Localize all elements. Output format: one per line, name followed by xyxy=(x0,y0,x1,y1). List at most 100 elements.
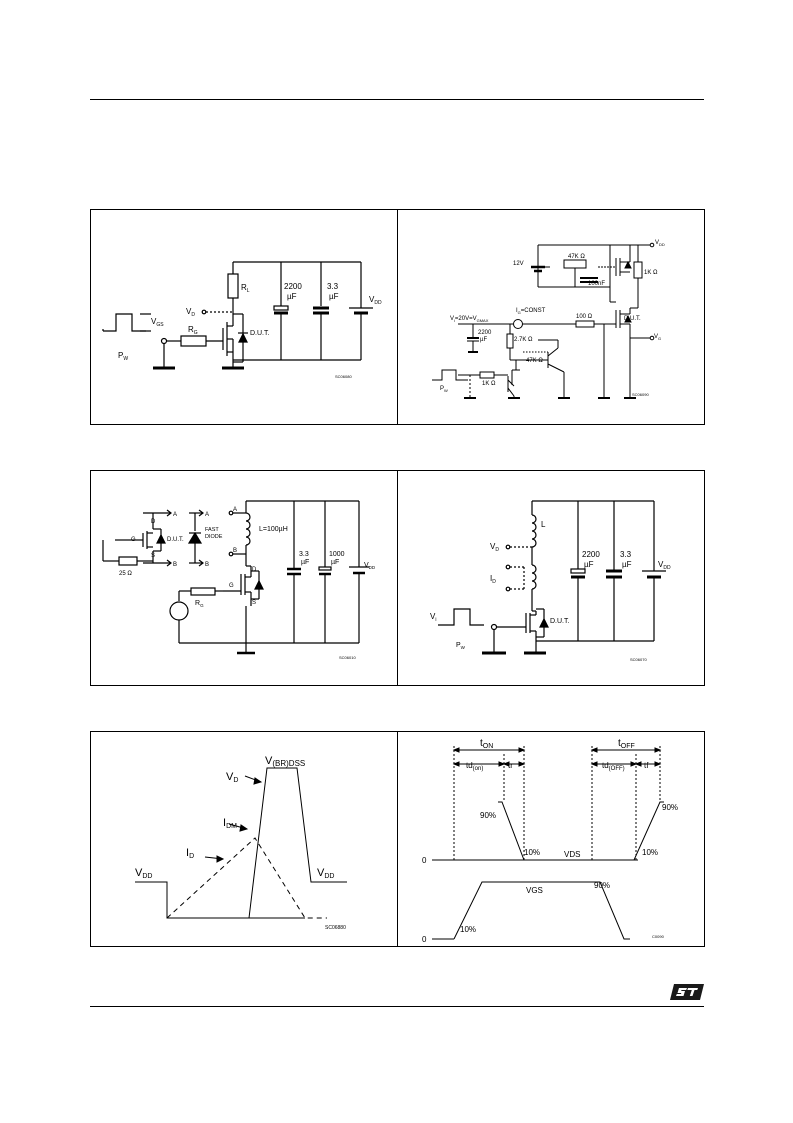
tdon-label: td(on) xyxy=(466,761,483,772)
vdd-label: VDD xyxy=(655,240,665,247)
cap2-unit: µF xyxy=(329,292,339,301)
zero-top-label: 0 xyxy=(422,856,427,865)
vds-label: VDS xyxy=(564,850,580,859)
pw-label: PW xyxy=(440,386,448,393)
cap1-unit: µF xyxy=(301,559,309,566)
vdd-right-label: VDD xyxy=(317,867,334,880)
d-label-small: D xyxy=(151,519,156,525)
cap1-unit: µF xyxy=(584,560,594,569)
vdd-label: VDD xyxy=(369,295,382,306)
figure-panel-3: A B A B A B D G S D.U.T. 25 Ω FAST DIODE… xyxy=(90,470,398,686)
pw-label: PW xyxy=(118,351,128,362)
p10-mid-label: 10% xyxy=(524,848,540,857)
idm-label: IDM xyxy=(223,817,237,830)
switching-test-circuit-resistive-load: PW VGS VD RG RL D.U.T. 2200 µF 3.3 µF VD… xyxy=(102,261,382,379)
tf-label: tf xyxy=(644,761,649,770)
p10-vgs-label: 10% xyxy=(460,925,476,934)
vbr-label: V(BR)DSS xyxy=(265,755,305,768)
l-label: L xyxy=(541,520,546,529)
unclamped-inductive-load-test-circuit: L VD ID Vi PW D.U.T. 2200 µF 3.3 µF VDD … xyxy=(430,500,671,662)
zero-bottom-label: 0 xyxy=(422,935,427,944)
cap2-value: 3.3 xyxy=(620,550,632,559)
vgs-label: VGS xyxy=(526,886,543,895)
supply-label: 12V xyxy=(513,261,524,267)
figure-code: SC06880 xyxy=(325,925,346,931)
gate-charge-test-circuit: 12V 47K Ω 100nF 1K Ω VDD IG=CONST Vi=20V… xyxy=(432,240,665,399)
figure-panel-1: PW VGS VD RG RL D.U.T. 2200 µF 3.3 µF VD… xyxy=(90,209,398,425)
rg-label: RG xyxy=(188,325,198,336)
res25-label: 25 Ω xyxy=(119,571,132,577)
dut-label: D.U.T. xyxy=(250,330,270,337)
diode-label-line1: FAST xyxy=(205,527,219,533)
figure-panel-2: 12V 47K Ω 100nF 1K Ω VDD IG=CONST Vi=20V… xyxy=(397,209,705,425)
diode-recovery-test-circuit: A B A B A B D G S D.U.T. 25 Ω FAST DIODE… xyxy=(102,500,376,660)
rl-label: RL xyxy=(241,283,250,294)
bottom-rule xyxy=(90,1006,704,1007)
cap1-value: 2200 xyxy=(284,282,302,291)
dut-label: D.U.T. xyxy=(167,537,184,543)
vdd-label: VDD xyxy=(658,560,671,571)
cap2-unit: µF xyxy=(331,559,339,566)
vd-label: VD xyxy=(186,307,195,318)
p90-left-label: 90% xyxy=(480,811,496,820)
figure-panel-5: V(BR)DSS VD IDM ID VDD VDD SC06880 xyxy=(90,731,398,947)
b-label-node: B xyxy=(233,548,237,554)
dut-label: D.U.T. xyxy=(550,618,570,625)
cap-label: 100nF xyxy=(588,281,605,287)
switching-time-waveforms: tON tOFF td(on) tr td(OFF) tf 90% 10% VD… xyxy=(422,738,678,944)
ton-label: tON xyxy=(480,738,493,750)
res27-label: 2.7K Ω xyxy=(514,337,533,343)
a-label-node: A xyxy=(233,507,237,513)
p90-vgs-label: 90% xyxy=(594,881,610,890)
res47-label: 47K Ω xyxy=(526,358,543,364)
diode-label-line2: DIODE xyxy=(205,534,223,540)
figure-panel-6: tON tOFF td(on) tr td(OFF) tf 90% 10% VD… xyxy=(397,731,705,947)
pw-label: PW xyxy=(456,642,466,650)
tdoff-label: td(OFF) xyxy=(602,761,625,772)
vdd-label: VDD xyxy=(364,562,376,570)
g-label-main: G xyxy=(229,583,234,589)
dut-label: D.U.T. xyxy=(624,316,641,322)
vgs-label: VGS xyxy=(151,317,164,328)
b-label-mid: B xyxy=(205,562,209,568)
b-label-left: B xyxy=(173,562,177,568)
unclamped-inductive-waveforms: V(BR)DSS VD IDM ID VDD VDD SC06880 xyxy=(135,755,347,931)
figure-code: C0090 xyxy=(652,934,665,939)
p10-right-label: 10% xyxy=(642,848,658,857)
cap2-unit: µF xyxy=(622,560,632,569)
vi-label: Vi xyxy=(430,612,436,623)
top-rule xyxy=(90,99,704,100)
res1k-label: 1K Ω xyxy=(482,381,496,387)
toff-label: tOFF xyxy=(618,738,635,750)
res-gate-label: 100 Ω xyxy=(576,314,593,320)
vg-label: VG xyxy=(654,334,661,341)
cap2-value: 3.3 xyxy=(327,282,339,291)
figure-code: SC06080 xyxy=(335,374,352,379)
figure-panel-4: L VD ID Vi PW D.U.T. 2200 µF 3.3 µF VDD … xyxy=(397,470,705,686)
inductor-label: L=100µH xyxy=(259,526,288,533)
vdd-left-label: VDD xyxy=(135,867,152,880)
figure-code: SC06090 xyxy=(632,392,649,397)
id-label: ID xyxy=(186,847,194,860)
cap2-value: 1000 xyxy=(329,551,345,558)
cap1-value: 2200 xyxy=(582,550,600,559)
cap1-value: 3.3 xyxy=(299,551,309,558)
vd-label: VD xyxy=(490,542,499,553)
rg-label: RG xyxy=(195,600,204,608)
s-label-main: S xyxy=(252,600,256,606)
vi-label: Vi=20V=VGMAX xyxy=(450,316,489,323)
res1-label: 1K Ω xyxy=(644,270,658,276)
d-label-main: D xyxy=(252,567,257,573)
p90-right-label: 90% xyxy=(662,803,678,812)
figure-code: SC06010 xyxy=(339,655,356,660)
figure-code: SC06070 xyxy=(630,657,647,662)
vd-label: VD xyxy=(226,771,238,784)
ig-label: IG=CONST xyxy=(516,308,546,315)
g-label-small: G xyxy=(131,537,136,543)
cap1-unit: µF xyxy=(287,292,297,301)
cap2-value: 2200 xyxy=(478,330,492,336)
a-label-left: A xyxy=(173,512,177,518)
pot-label: 47K Ω xyxy=(568,254,585,260)
id-label: ID xyxy=(490,574,496,585)
a-label-mid: A xyxy=(205,512,209,518)
